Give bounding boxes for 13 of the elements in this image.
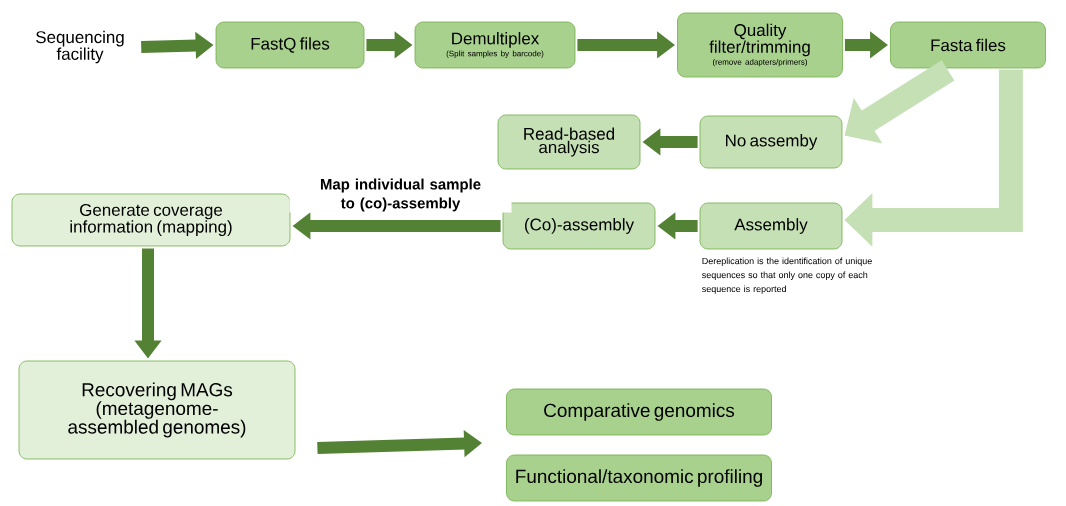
process-box: Generate coverage information (mapping) xyxy=(11,193,291,247)
process-box: (Co)-assembly xyxy=(502,202,656,250)
edge-label: Map individual sample to (co)-assembly xyxy=(289,177,512,213)
process-box: Read-based analysis xyxy=(497,114,641,170)
process-box: Functional/taxonomic profiling xyxy=(506,454,772,502)
process-box: No assemby xyxy=(699,115,843,169)
note-text: Dereplication is the identification of unique sequences so that only one copy of each sequence is reported xyxy=(702,257,872,294)
process-box: Recovering MAGs (metagenome-assembled genomes) xyxy=(18,360,296,460)
process-box: Comparative genomics xyxy=(506,388,772,436)
process-box: Fasta files xyxy=(890,21,1046,69)
process-box: FastQ files xyxy=(215,21,365,69)
source-label: Sequencing facility xyxy=(36,30,124,64)
process-box: Assembly xyxy=(699,202,843,250)
